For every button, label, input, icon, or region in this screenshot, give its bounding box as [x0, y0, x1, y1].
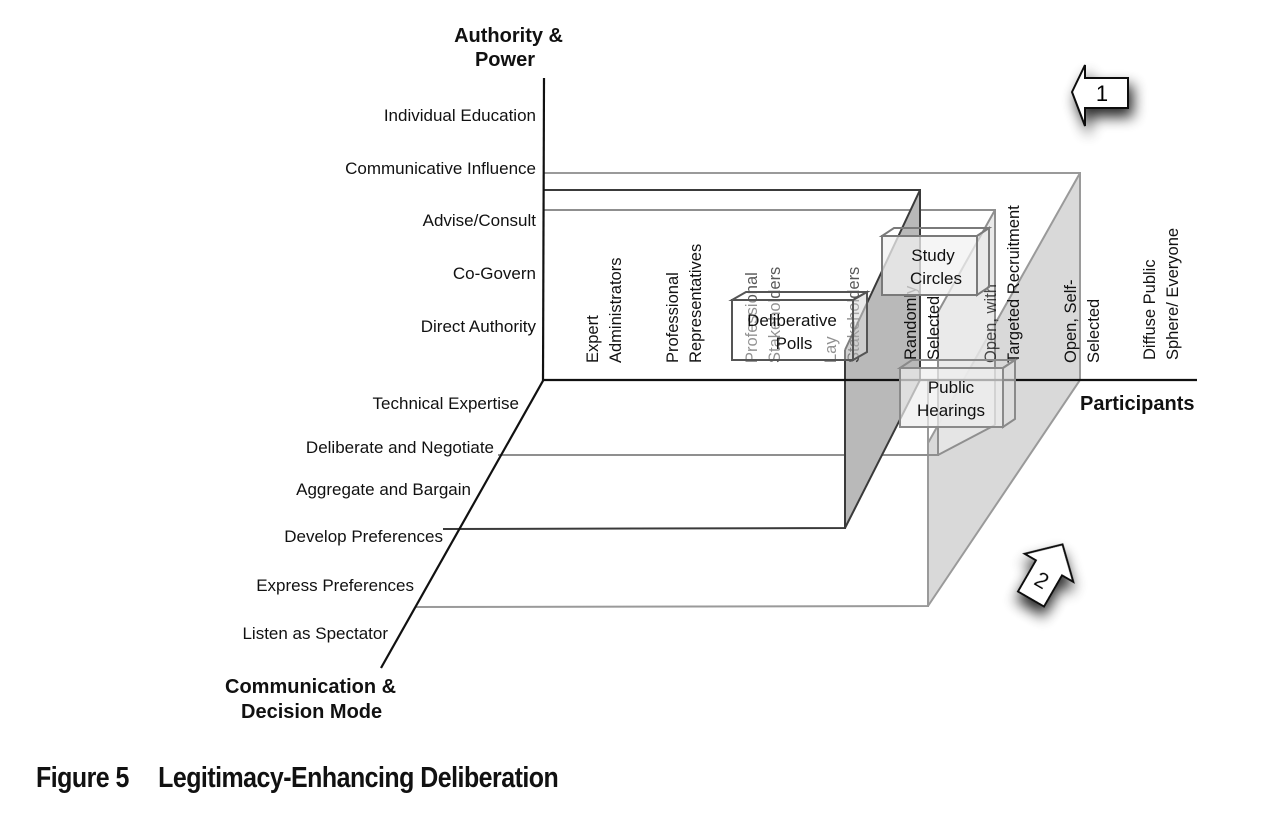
box-public-hearings-side	[1002, 358, 1016, 429]
arrow-up-icon	[1016, 543, 1075, 608]
tick-individual-education: Individual Education	[384, 106, 536, 125]
box-deliberative-polls-line2: Polls	[776, 334, 813, 353]
tick-expert-administrators-2: Administrators	[607, 258, 625, 363]
tick-lay-stakeholders-1: Lay	[822, 336, 840, 363]
box-deliberative-polls-line1: Deliberative	[747, 311, 837, 330]
callout-1: 1	[1070, 64, 1129, 127]
tick-advise-consult: Advise/Consult	[423, 211, 537, 230]
callout-1-number: 1	[1096, 81, 1108, 106]
tick-deliberate-negotiate: Deliberate and Negotiate	[306, 438, 494, 457]
tick-express-preferences: Express Preferences	[256, 576, 414, 595]
mid-plane-bottom-diagonal	[937, 424, 996, 456]
tick-communicative-influence: Communicative Influence	[345, 159, 536, 178]
tick-open-targeted-1: Open, with	[982, 284, 1000, 363]
tick-co-govern: Co-Govern	[453, 264, 536, 283]
box-public-hearings-line2: Hearings	[917, 401, 985, 420]
vertical-axis	[541, 77, 546, 382]
tick-professional-stakeholders-2: Stakeholders	[766, 267, 784, 363]
tick-direct-authority: Direct Authority	[421, 317, 537, 336]
box-deliberative-polls: Deliberative Polls	[728, 290, 871, 362]
tick-aggregate-bargain: Aggregate and Bargain	[296, 480, 471, 499]
tick-diffuse-public-2: Sphere/ Everyone	[1164, 228, 1182, 360]
tick-listen-spectator: Listen as Spectator	[242, 624, 388, 643]
depth-axis	[380, 378, 545, 669]
vertical-axis-title-line1: Authority &	[454, 25, 563, 47]
box-study-circles-line2: Circles	[910, 269, 962, 288]
box-public-hearings: Public Hearings	[896, 358, 1019, 429]
vertical-axis-title-line2: Power	[475, 49, 535, 71]
figure-title: Legitimacy-Enhancing Deliberation	[158, 762, 559, 794]
vertical-axis-ticks: Individual Education Communicative Influ…	[345, 106, 536, 336]
tick-open-targeted-2: Targeted Recruitment	[1005, 205, 1023, 363]
arrow-left-icon	[1070, 64, 1129, 127]
tick-expert-administrators-1: Expert	[584, 315, 602, 363]
tick-randomly-selected-1: Randomly	[902, 285, 920, 360]
tick-diffuse-public-1: Diffuse Public	[1141, 259, 1159, 360]
tick-professional-stakeholders-1: Professional	[743, 272, 761, 363]
tick-technical-expertise: Technical Expertise	[373, 394, 519, 413]
depth-axis-title-line1: Communication &	[225, 676, 396, 698]
box-study-circles-side	[976, 226, 990, 297]
dark-plane-bottom-edge	[442, 350, 846, 530]
axes	[380, 77, 1197, 669]
callout-2: 2	[1016, 543, 1075, 608]
light-plane-bottom-diagonal	[927, 379, 1081, 607]
figure-label: Figure 5	[36, 762, 129, 794]
tick-develop-preferences: Develop Preferences	[284, 527, 443, 546]
tick-open-self-selected-1: Open, Self-	[1062, 280, 1080, 363]
depth-axis-title-line2: Decision Mode	[241, 701, 382, 723]
figure-caption: Figure 5 Legitimacy-Enhancing Deliberatio…	[36, 762, 559, 795]
box-study-circles-line1: Study	[911, 246, 955, 265]
box-deliberative-polls-side	[852, 290, 868, 362]
tick-professional-representatives-1: Professional	[664, 272, 682, 363]
depth-axis-ticks: Technical Expertise Deliberate and Negot…	[242, 394, 519, 643]
tick-open-self-selected-2: Selected	[1085, 299, 1103, 363]
horizontal-axis-title: Participants	[1080, 393, 1194, 415]
box-study-circles: Study Circles	[878, 226, 993, 297]
box-public-hearings-line1: Public	[928, 378, 975, 397]
tick-professional-representatives-2: Representatives	[687, 244, 705, 363]
tick-randomly-selected-2: Selected	[925, 296, 943, 360]
